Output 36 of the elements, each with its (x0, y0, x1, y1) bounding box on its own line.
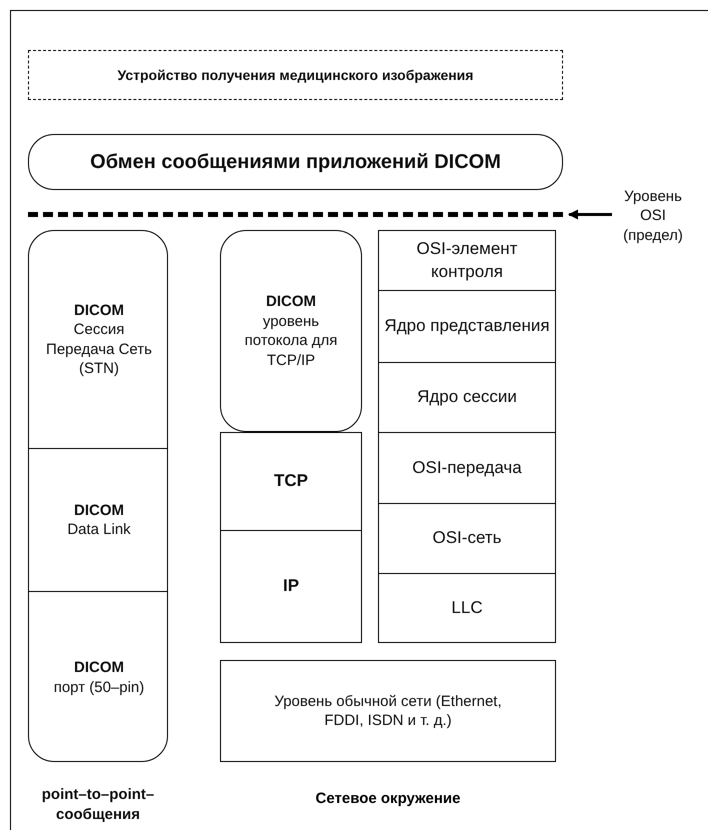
boundary-line (28, 212, 563, 217)
layer-box (28, 134, 563, 190)
layer-text: Ядро представления (384, 315, 550, 338)
layer-heading: DICOM (73, 658, 125, 678)
layer-box (378, 230, 556, 291)
column-caption: point–to–point–сообщения (40, 785, 156, 824)
layer-title: Обмен сообщениями приложений DICOM (90, 150, 501, 175)
layer-text: OSI-передача (412, 456, 522, 479)
layer-box (378, 503, 556, 574)
group-caption: Сетевое окружение (314, 790, 462, 807)
layer-heading: DICOM (265, 292, 317, 312)
box-title: Устройство получения медицинского изображения (118, 66, 474, 84)
layer-text: Сессия Передача Сеть (STN) (45, 320, 153, 378)
layer-heading: DICOM (73, 300, 125, 320)
note-text: Уровень OSI (предел) (622, 186, 684, 246)
layer-text: Ядро сессии (417, 386, 517, 408)
layer-heading: DICOM (73, 500, 125, 520)
layer-text: уровень потокола для TCP/IP (244, 312, 338, 370)
device-box (28, 50, 563, 100)
layer-box (220, 660, 556, 762)
layer-box (220, 230, 362, 432)
layer-title: IP (282, 575, 300, 598)
arrow (568, 210, 612, 220)
layer-box (220, 432, 362, 531)
layer-box (378, 432, 556, 504)
layer-box (378, 573, 556, 643)
layer-text: Data Link (66, 520, 132, 540)
layer-text: OSI-элемент контроля (416, 238, 518, 282)
layer-text: Уровень обычной сети (Ethernet, FDDI, ISDN и т. д.) (273, 692, 503, 730)
layer-box (378, 290, 556, 363)
layer-text: OSI-сеть (432, 527, 502, 550)
layer-box (220, 530, 362, 643)
layer-text: LLC (451, 596, 483, 619)
layer-text: порт (50–pin) (52, 678, 146, 697)
layer-box (378, 362, 556, 433)
layer-title: TCP (274, 470, 308, 492)
